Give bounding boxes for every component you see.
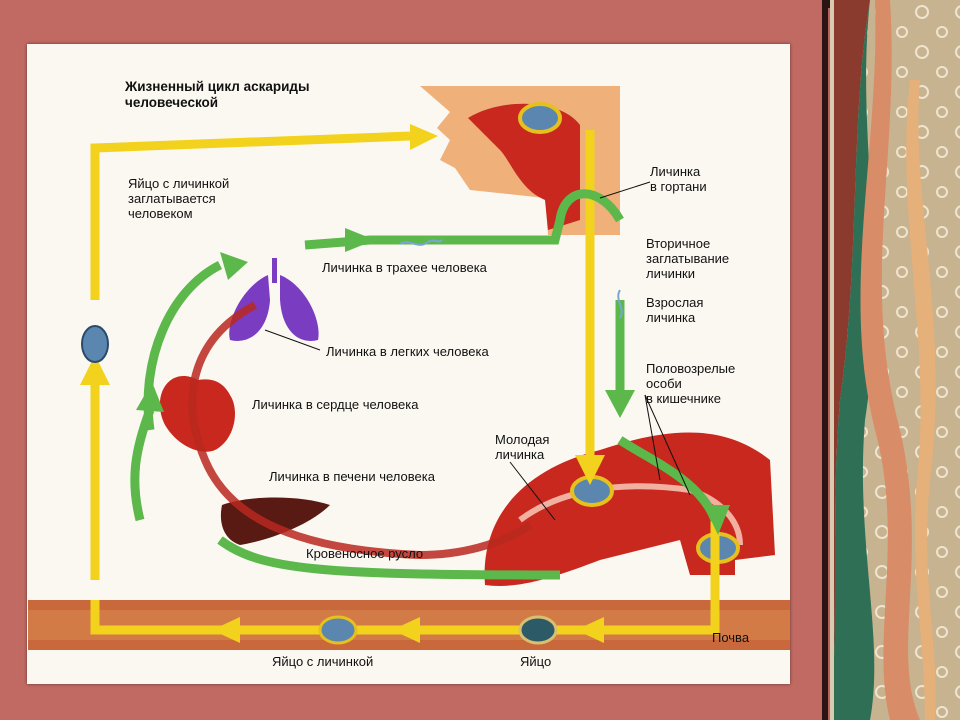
label-young-larva: Молодая личинка — [495, 432, 550, 462]
label-adult-larva: Взрослая личинка — [646, 295, 704, 325]
diagram-title: Жизненный цикл аскариды человеческой — [125, 79, 310, 110]
larva-adult — [617, 289, 623, 319]
label-bloodstream: Кровеносное русло — [306, 546, 424, 561]
lungs-icon — [229, 258, 319, 341]
label-larva-lungs: Личинка в легких человека — [326, 344, 489, 359]
egg-with-larva-soil — [318, 615, 358, 645]
decorative-side-panel — [830, 0, 960, 720]
label-mature-intestine: Половозрелые особи в кишечнике — [646, 361, 736, 406]
larva-trachea — [399, 239, 443, 246]
label-egg: Яйцо — [520, 654, 552, 669]
label-secondary-swallow: Вторичное заглатывание личинки — [646, 236, 730, 281]
heart-icon — [159, 376, 235, 452]
label-soil: Почва — [712, 630, 750, 645]
label-larva-larynx: Личинка в гортани — [650, 164, 707, 194]
egg-left — [81, 325, 109, 363]
blood-vessel — [188, 301, 533, 560]
label-egg-with-larva: Яйцо с личинкой — [272, 654, 374, 669]
label-larva-heart: Личинка в сердце человека — [252, 397, 419, 412]
egg-soil — [518, 615, 558, 645]
label-larva-trachea: Личинка в трахее человека — [322, 260, 487, 275]
label-egg-swallowed: Яйцо с личинкой заглатывается человеком — [128, 176, 230, 221]
label-larva-liver: Личинка в печени человека — [269, 469, 435, 484]
lifecycle-diagram — [28, 86, 790, 650]
